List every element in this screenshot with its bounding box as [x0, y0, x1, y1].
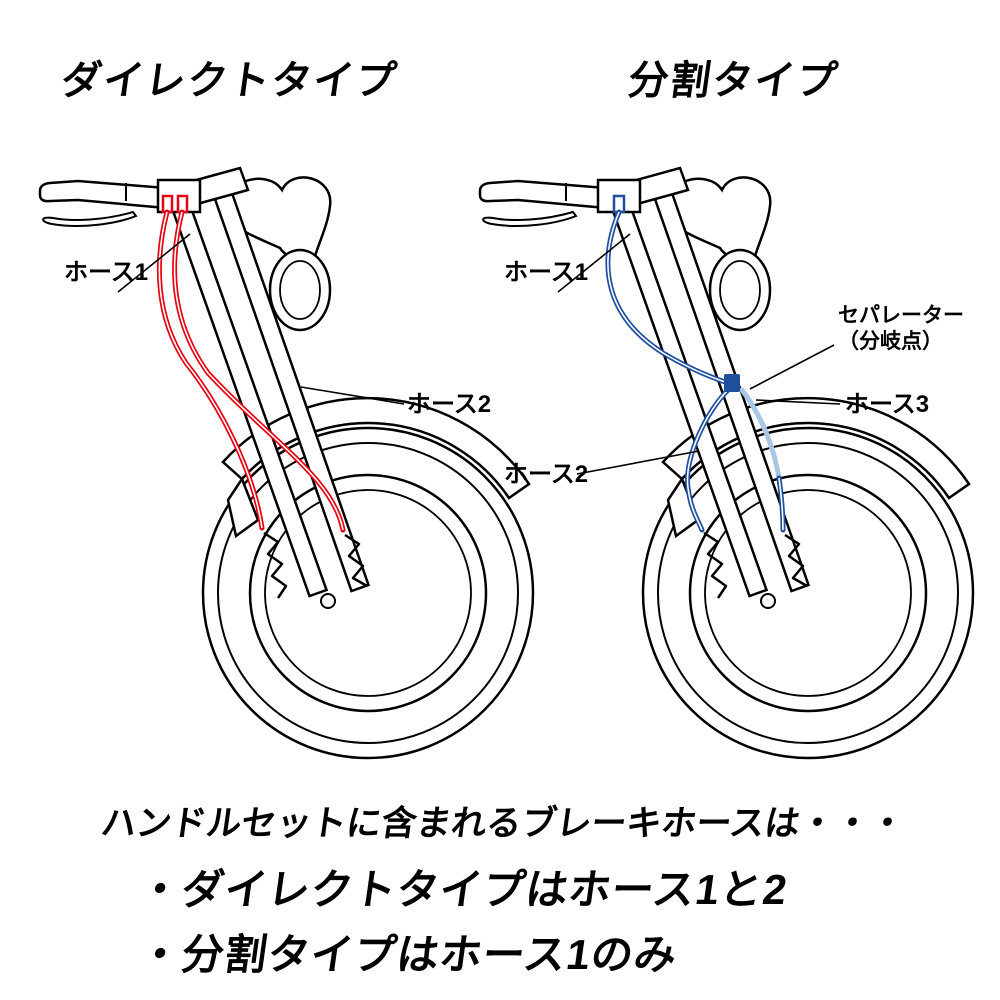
label-separator: セパレーター （分岐点）	[838, 303, 964, 356]
label-direct-hose1: ホース1	[64, 259, 149, 286]
footer-bullet-split: ・分割タイプはホース1のみ	[135, 931, 681, 978]
label-split-hose3: ホース3	[845, 391, 930, 418]
hose-3-path-upper	[739, 387, 782, 481]
split-hoses	[605, 194, 786, 533]
hose-1-core	[158, 211, 263, 529]
leader-direct-hose1	[117, 233, 191, 293]
split-type-drawing	[478, 166, 975, 760]
direct-type-drawing	[38, 166, 535, 760]
leader-lines	[117, 233, 841, 475]
leader-split-hose3	[755, 399, 841, 405]
hose-2-core	[686, 389, 729, 531]
title-split-type: 分割タイプ	[625, 59, 842, 103]
hose-1-core	[607, 211, 729, 384]
footer-intro: ハンドルセットに含まれるブレーキホースは・・・	[98, 804, 908, 843]
leader-separator	[749, 344, 835, 390]
separator-label-line2: （分岐点）	[838, 330, 943, 354]
separator-point	[724, 374, 740, 392]
title-direct-type: ダイレクトタイプ	[58, 59, 401, 103]
label-split-hose1: ホース1	[504, 259, 589, 286]
label-split-hose2: ホース2	[504, 461, 589, 488]
separator-label-line1: セパレーター	[838, 304, 964, 327]
label-direct-hose2: ホース2	[407, 391, 492, 418]
leader-direct-hose2	[300, 386, 405, 405]
leader-split-hose1	[557, 233, 631, 293]
hose-2-core	[173, 211, 344, 531]
direct-hoses	[156, 194, 346, 533]
footer-bullet-direct: ・ダイレクトタイプはホース1と2	[135, 866, 791, 913]
hose-3-core	[778, 477, 784, 531]
leader-split-hose2	[576, 450, 700, 475]
